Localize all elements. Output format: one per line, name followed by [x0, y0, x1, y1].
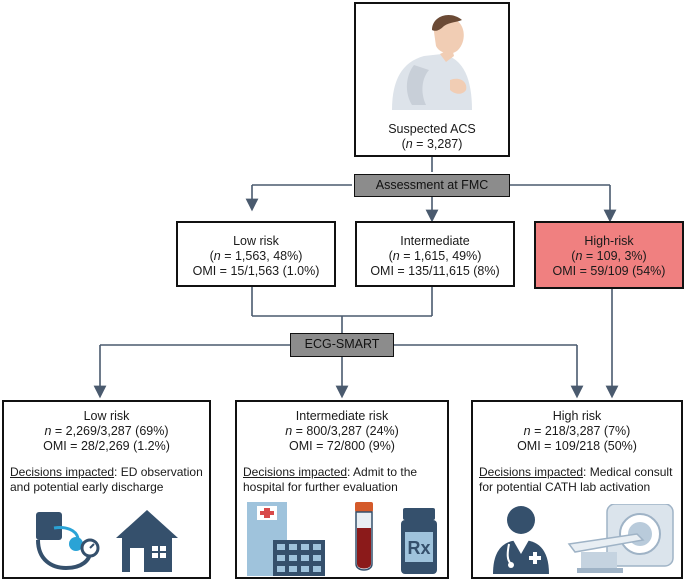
- bottom-intermediate-decisions: Decisions impacted: Admit to the hospita…: [243, 465, 418, 494]
- mid-intermediate-omi: OMI = 135/11,615 (8%): [370, 264, 500, 278]
- bottom-low-omi: OMI = 28/2,269 (1.2%): [43, 439, 170, 453]
- bottom-intermediate-title: Intermediate risk: [295, 409, 389, 423]
- house-icon: [116, 510, 178, 572]
- doctor-icon: [493, 506, 549, 574]
- bottom-high-n: n = 218/3,287 (7%): [523, 424, 631, 438]
- mid-high-n: (n = 109, 3%): [571, 249, 647, 263]
- bottom-low-decisions: Decisions impacted: ED observation and p…: [10, 465, 203, 494]
- mid-high-risk-box: High-risk (n = 109, 3%) OMI = 59/109 (54…: [534, 221, 684, 289]
- bottom-intermediate-risk-box: Intermediate risk n = 800/3,287 (24%) OM…: [235, 400, 449, 579]
- ecg-smart-tag: ECG-SMART: [290, 333, 394, 357]
- mid-high-title: High-risk: [584, 234, 634, 248]
- mid-low-n: (n = 1,563, 48%): [209, 249, 303, 263]
- pill-bottle-icon: Rx: [401, 508, 437, 574]
- bottom-low-title: Low risk: [83, 409, 130, 423]
- bottom-low-risk-box: Low risk n = 2,269/3,287 (69%) OMI = 28/…: [2, 400, 211, 579]
- mid-intermediate-title: Intermediate: [400, 234, 470, 248]
- hospital-building-icon: [247, 502, 325, 576]
- mid-intermediate-box: Intermediate (n = 1,615, 49%) OMI = 135/…: [355, 221, 515, 287]
- blood-pressure-monitor-icon: [36, 512, 100, 571]
- top-title: Suspected ACS: [388, 122, 476, 136]
- bottom-high-omi: OMI = 109/218 (50%): [517, 439, 637, 453]
- bottom-intermediate-n: n = 800/3,287 (24%): [285, 424, 399, 438]
- mid-high-omi: OMI = 59/109 (54%): [552, 264, 666, 278]
- mid-intermediate-n: (n = 1,615, 49%): [388, 249, 482, 263]
- bottom-low-n: n = 2,269/3,287 (69%): [44, 424, 169, 438]
- mid-low-omi: OMI = 15/1,563 (1.0%): [192, 264, 320, 278]
- blood-tube-icon: [355, 502, 373, 571]
- mid-low-title: Low risk: [233, 234, 279, 248]
- suspected-acs-box: Suspected ACS (n = 3,287): [354, 2, 510, 157]
- bottom-high-title: High risk: [552, 409, 602, 423]
- ecg-label: ECG-SMART: [304, 337, 380, 351]
- mid-low-risk-box: Low risk (n = 1,563, 48%) OMI = 15/1,563…: [176, 221, 336, 287]
- assessment-at-fmc-tag: Assessment at FMC: [354, 174, 510, 197]
- bottom-high-risk-box: High risk n = 218/3,287 (7%) OMI = 109/2…: [471, 400, 683, 579]
- bottom-high-decisions: Decisions impacted: Medical consult for …: [479, 465, 673, 494]
- top-n: (n = 3,287): [401, 137, 463, 151]
- ct-scanner-icon: [567, 504, 674, 573]
- assessment-label: Assessment at FMC: [375, 178, 489, 192]
- svg-text:Rx: Rx: [407, 538, 430, 558]
- patient-figure: [392, 15, 472, 110]
- bottom-intermediate-omi: OMI = 72/800 (9%): [289, 439, 395, 453]
